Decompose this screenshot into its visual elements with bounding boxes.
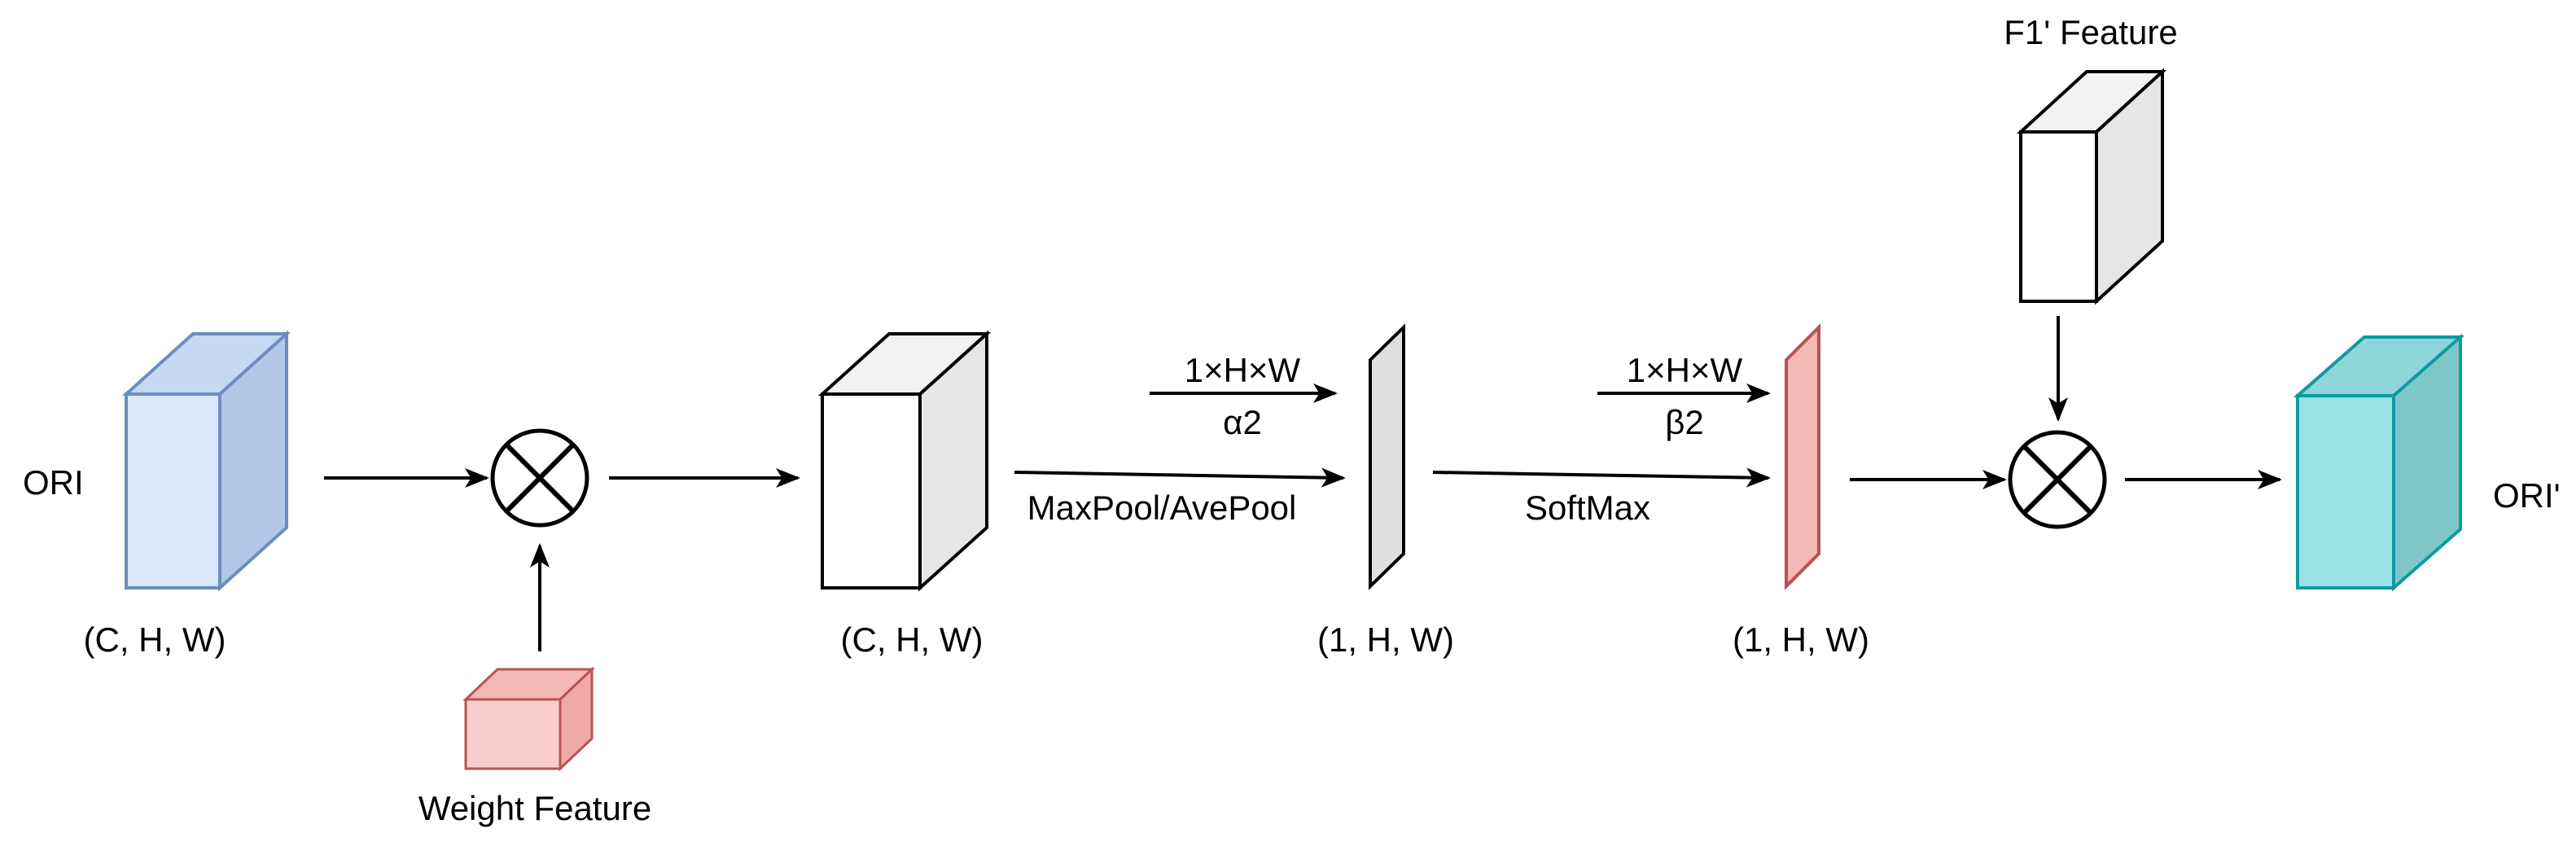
multiply-icon bbox=[2008, 430, 2107, 529]
softmax-label: SoftMax bbox=[1525, 489, 1650, 527]
ori-cube-front bbox=[125, 392, 221, 590]
intermediate-dims-label: (C, H, W) bbox=[841, 620, 984, 659]
ori-prime-cube-front bbox=[2296, 394, 2395, 590]
f1-feature-cube bbox=[2016, 68, 2167, 305]
multiply-icon bbox=[490, 428, 589, 528]
intermediate-cube bbox=[817, 330, 992, 592]
ori-prime-cube bbox=[2293, 333, 2465, 592]
gray-slab-side bbox=[1369, 323, 1405, 590]
arrow-pool bbox=[1014, 467, 1346, 488]
weight-feature-label: Weight Feature bbox=[418, 789, 651, 827]
weight-feature-cube bbox=[462, 666, 595, 772]
intermediate-cube-front bbox=[821, 392, 922, 590]
ori-prime-label: ORI' bbox=[2493, 476, 2561, 515]
gray-slab bbox=[1369, 323, 1405, 590]
beta-label: β2 bbox=[1665, 403, 1704, 441]
gray-slab-dims-label: (1, H, W) bbox=[1317, 620, 1454, 659]
pool-label: MaxPool/AvePool bbox=[1027, 489, 1297, 527]
size-label-1: 1×H×W bbox=[1185, 351, 1301, 389]
f1-cube-front bbox=[2019, 130, 2098, 303]
ori-label: ORI bbox=[23, 463, 84, 502]
ori-cube bbox=[121, 330, 291, 592]
pink-slab bbox=[1785, 323, 1820, 590]
size-label-2: 1×H×W bbox=[1627, 351, 1743, 389]
ori-dims-label: (C, H, W) bbox=[84, 620, 226, 659]
pink-slab-side bbox=[1785, 323, 1820, 590]
f1-feature-label: F1' Feature bbox=[2004, 13, 2177, 51]
weight-cube-front bbox=[464, 698, 562, 770]
pink-slab-dims-label: (1, H, W) bbox=[1733, 620, 1869, 659]
arrow-softmax bbox=[1432, 467, 1771, 488]
alpha-label: α2 bbox=[1223, 403, 1262, 441]
